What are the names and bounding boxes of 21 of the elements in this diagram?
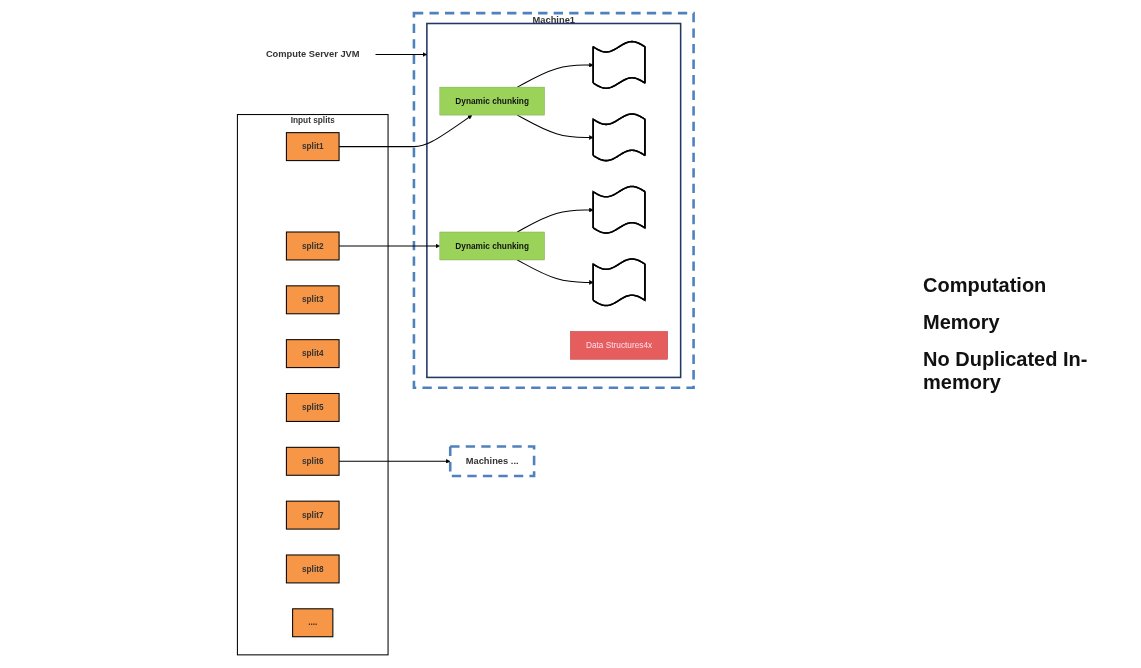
node-text: Compute Server JVM — [265, 49, 360, 60]
node-box: .... — [292, 608, 334, 638]
arrow — [374, 52, 428, 57]
node-box: split8 — [285, 554, 340, 584]
arrow — [516, 62, 594, 88]
note-text: Memory — [923, 311, 1001, 334]
node-box: split5 — [285, 392, 340, 422]
arrow — [516, 259, 594, 285]
note-text: No Duplicated In-memory — [923, 348, 1089, 394]
node-box: split6 — [285, 446, 340, 476]
node-box: Dynamic chunking — [439, 231, 545, 261]
node-box: Dynamic chunking — [439, 86, 545, 116]
node-box: Data Structures4x — [570, 331, 668, 360]
node-box: split7 — [285, 500, 340, 530]
node-box: split2 — [285, 231, 340, 261]
node-box: split1 — [285, 132, 340, 162]
arrow — [516, 207, 594, 233]
note-text: Computation — [923, 274, 1048, 297]
node-box: Machines ... — [448, 445, 536, 478]
node-box: split3 — [285, 285, 340, 315]
node-box: split4 — [285, 339, 340, 369]
